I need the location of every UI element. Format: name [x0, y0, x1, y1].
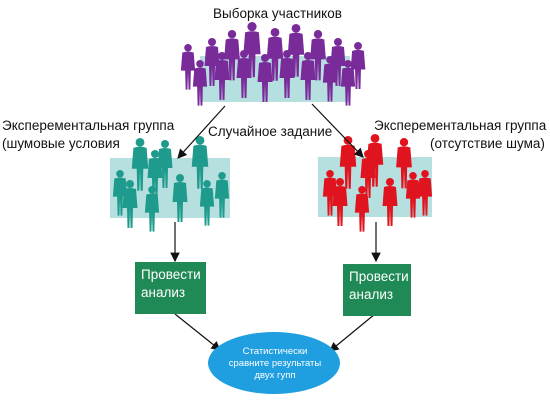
participant-figure — [279, 50, 295, 98]
participant-figure — [330, 38, 346, 86]
noise-group-title: Эксперементальная группа — [2, 118, 175, 133]
noise-group-figure — [157, 140, 173, 188]
quiet-analysis-box: Провести анализ — [343, 264, 411, 316]
participant-figure — [266, 28, 284, 81]
arrow-to-noise-group — [177, 105, 226, 159]
noise-group-figure — [172, 174, 188, 222]
quiet-group-figure — [405, 172, 421, 218]
noise-group-figure — [122, 180, 138, 228]
arrow-noise-analysis-to-compare — [174, 313, 221, 351]
quiet-group-figure — [339, 136, 357, 189]
participant-figure — [214, 52, 230, 100]
quiet-group-subtitle: (отсутствие шума) — [430, 136, 545, 151]
participant-figure — [236, 50, 252, 98]
participant-figure — [192, 60, 208, 106]
participant-figure — [350, 42, 366, 90]
noise-analysis-box: Провести анализ — [135, 262, 206, 314]
noise-group-figure — [112, 170, 128, 216]
participant-figure — [300, 52, 316, 100]
quiet-group-figure — [396, 138, 412, 189]
compare-results-oval — [208, 332, 340, 394]
compare-results-text: Статистически сравните результаты двух г… — [228, 346, 322, 381]
quiet-group-figure — [417, 170, 433, 216]
noise-group-figure — [199, 180, 215, 226]
noise-group-figure — [191, 136, 209, 189]
participants-crowd — [180, 22, 366, 106]
noise-group-figure — [147, 150, 163, 198]
random-assignment-label: Случайное задание — [208, 124, 333, 139]
quiet-group-figure — [322, 170, 338, 216]
quiet-group-figure — [332, 178, 348, 226]
participant-figure — [340, 60, 356, 106]
noise-group-subtitle: (шумовые условия — [2, 136, 120, 151]
quiet-group-figure — [382, 178, 398, 226]
participant-figure — [180, 44, 196, 90]
noise-group-crowd — [112, 136, 230, 232]
arrow-to-quiet-group — [311, 103, 364, 158]
participant-figure — [257, 54, 273, 102]
participant-figure — [243, 22, 261, 78]
quiet-group-figure — [354, 186, 370, 232]
participants-title: Выборка участников — [213, 6, 342, 21]
noise-group-figure — [214, 172, 230, 218]
arrow-quiet-analysis-to-compare — [329, 313, 376, 352]
participant-figure — [204, 38, 220, 86]
noise-group-figure — [131, 138, 149, 191]
participant-figure — [322, 56, 338, 102]
quiet-group-title: Эксперементальная группа — [374, 118, 547, 133]
participant-figure — [310, 30, 326, 81]
quiet-group-crowd — [322, 134, 433, 232]
participant-figure — [224, 30, 240, 81]
participant-figure — [287, 24, 305, 77]
quiet-group-figure — [360, 150, 376, 198]
